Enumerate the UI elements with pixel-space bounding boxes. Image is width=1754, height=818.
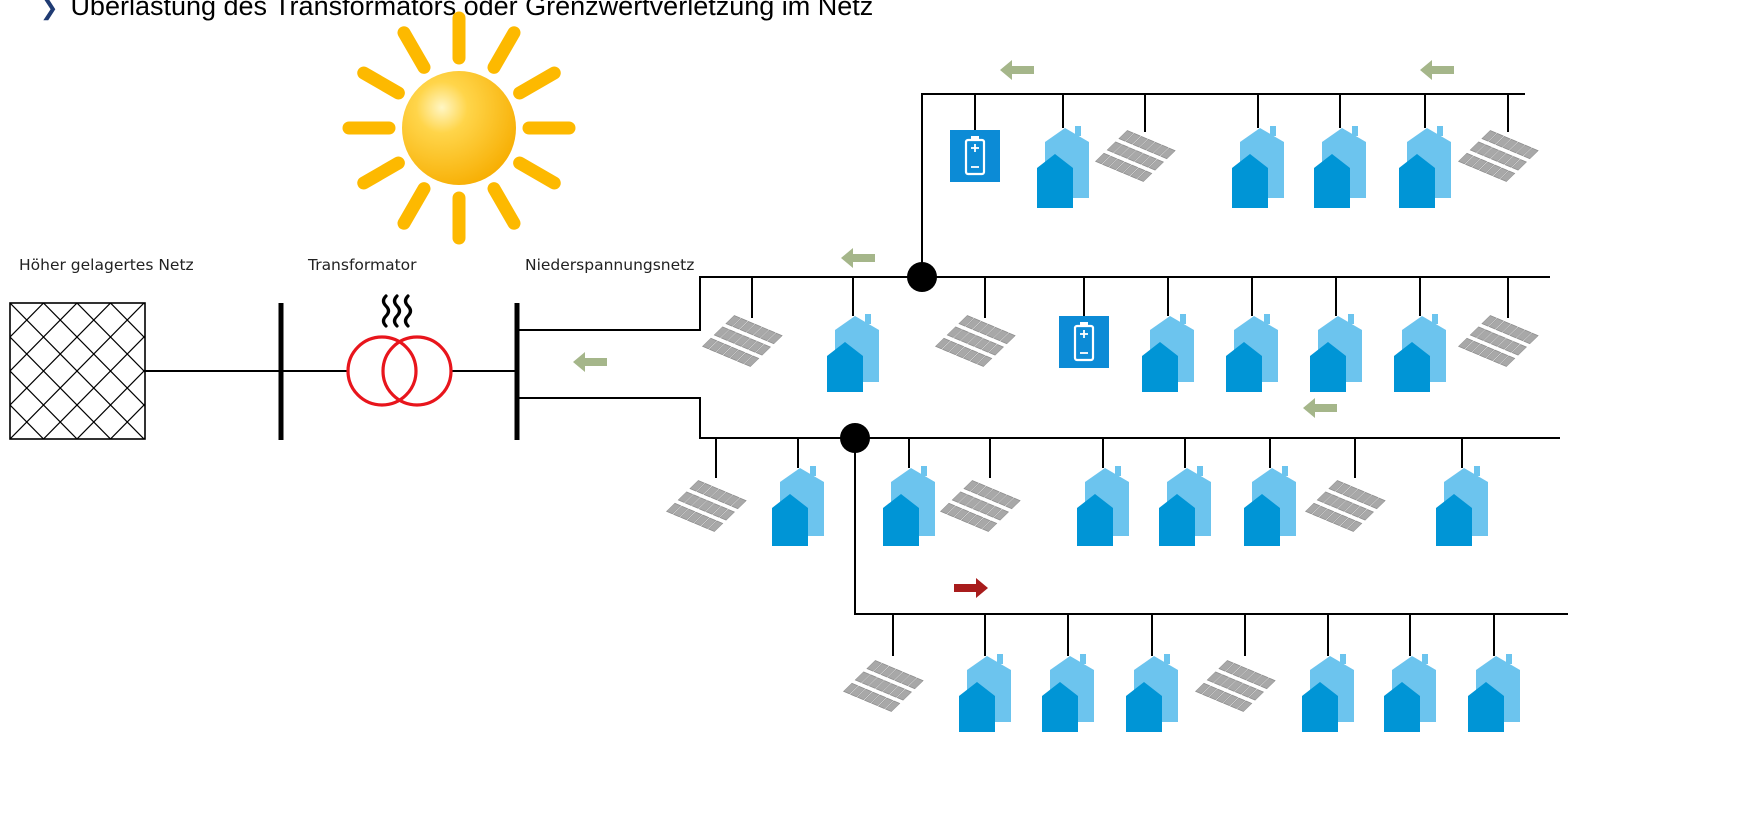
header-line: ❯ Überlastung des Transformators oder Gre… [40,0,873,22]
battery-icon [1059,316,1109,368]
battery-icon [950,130,1000,182]
node-icon [840,423,870,453]
house-icon [772,466,824,546]
house-icon [1310,314,1362,392]
arrow-left-icon [1000,60,1034,80]
header-text: Überlastung des Transformators oder Gren… [70,0,874,21]
node-icon [907,262,937,292]
pv-panel-icon [842,660,924,712]
house-icon [1436,466,1488,546]
heat-icon [381,294,413,328]
pv-panel-icon [665,480,747,532]
house-icon [1302,654,1354,732]
pv-panel-icon [934,315,1016,367]
pv-panel-icon [1094,130,1176,182]
pv-panel-icon [1457,130,1539,182]
label-transformer: Transformator [308,256,417,274]
house-icon [1077,466,1129,546]
house-icon [1037,126,1089,208]
pv-panel-icon [1304,480,1386,532]
main-lines [145,93,1568,615]
sun-icon [342,11,576,245]
house-icon [1314,126,1366,208]
pv-panel-icon [701,315,783,367]
house-icon [1244,466,1296,546]
transformer-icon [346,335,453,407]
arrow-left-icon [841,248,875,268]
house-icon [959,654,1011,732]
house-icon [1159,466,1211,546]
label-higher-grid: Höher gelagertes Netz [19,256,194,274]
pv-panel-icon [939,480,1021,532]
house-icon [1399,126,1451,208]
house-icon [1042,654,1094,732]
house-icon [1394,314,1446,392]
arrow-left-icon [1303,398,1337,418]
label-lv-grid: Niederspannungsnetz [525,256,695,274]
house-icon [1226,314,1278,392]
pv-panel-icon [1457,315,1539,367]
house-icon [1468,654,1520,732]
house-icon [1232,126,1284,208]
pv-panel-icon [1194,660,1276,712]
grid-icon [9,302,146,440]
arrow-right-icon [954,578,988,598]
house-icon [1142,314,1194,392]
chevron-right-icon: ❯ [40,0,59,20]
arrow-left-icon [573,352,607,372]
house-icon [883,466,935,546]
house-icon [827,314,879,392]
house-icon [1126,654,1178,732]
house-icon [1384,654,1436,732]
arrow-left-icon [1420,60,1454,80]
